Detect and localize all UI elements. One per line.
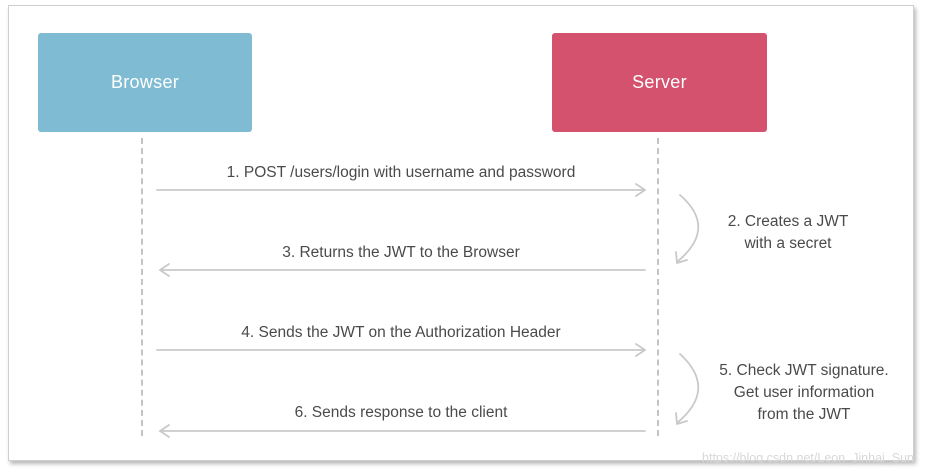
note-2: 2. Creates a JWT with a secret xyxy=(728,211,849,255)
server-label: Server xyxy=(632,72,687,92)
arrow-4-right xyxy=(156,343,646,357)
note-5-line-1: 5. Check JWT signature. xyxy=(719,362,889,379)
browser-label: Browser xyxy=(110,72,180,92)
server-box: Server xyxy=(552,33,767,132)
note-5-line-3: from the JWT xyxy=(757,406,851,423)
watermark: https://blog.csdn.net/Leon_Jinhai_Sun xyxy=(702,451,914,465)
note-5-line-2: Get user information xyxy=(733,384,875,401)
arrow-6-left xyxy=(159,424,646,438)
arrow-1-right xyxy=(156,183,646,197)
server-lifeline xyxy=(657,138,659,436)
message-6: 6. Sends response to the client xyxy=(294,404,508,421)
message-4: 4. Sends the JWT on the Authorization He… xyxy=(241,324,561,341)
note-2-line-1: 2. Creates a JWT xyxy=(727,213,849,230)
message-1: 1. POST /users/login with username and p… xyxy=(226,164,576,181)
message-3: 3. Returns the JWT to the Browser xyxy=(282,244,520,261)
browser-lifeline xyxy=(141,138,143,436)
self-arrow-5 xyxy=(675,353,700,425)
note-5: 5. Check JWT signature. Get user informa… xyxy=(719,360,888,426)
self-arrow-2 xyxy=(675,194,700,264)
note-2-line-2: with a secret xyxy=(744,235,832,252)
browser-box: Browser xyxy=(38,33,252,132)
arrow-3-left xyxy=(159,263,646,277)
